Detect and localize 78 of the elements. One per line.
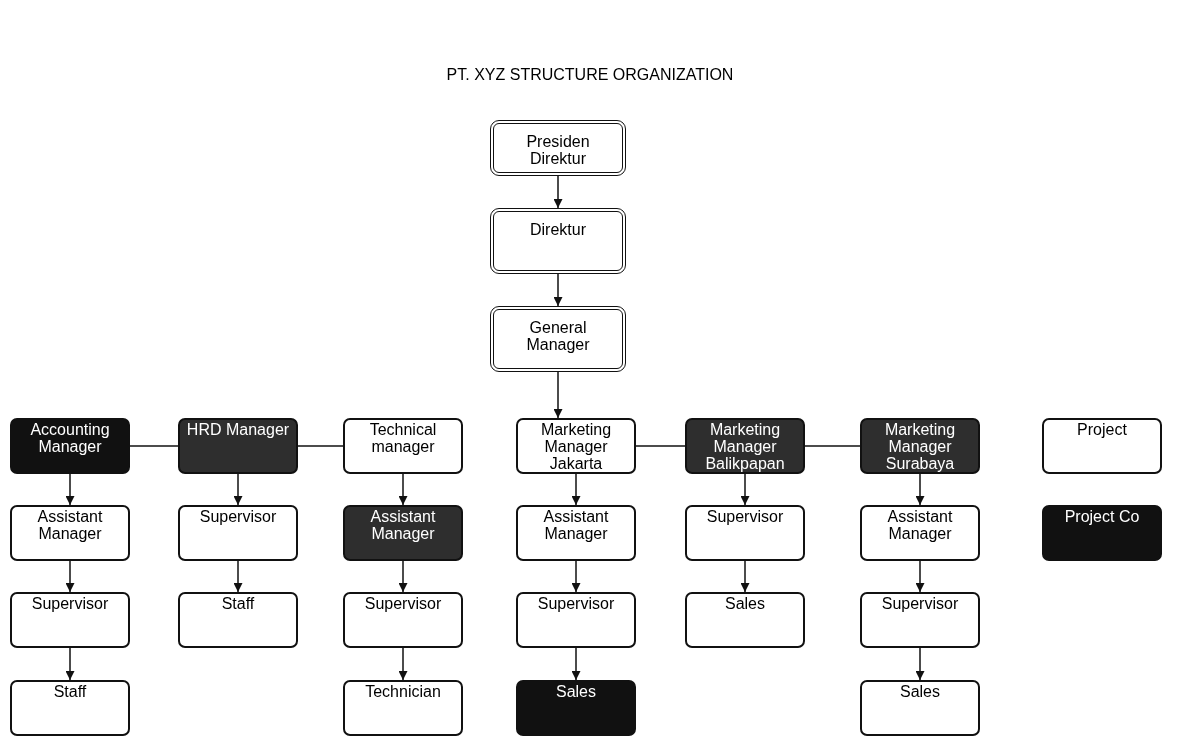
position-box <box>516 680 636 736</box>
position-box <box>1042 418 1162 474</box>
position-title: Staff <box>52 683 88 700</box>
position-box <box>343 680 463 736</box>
position-title: Supervisor <box>363 595 443 612</box>
position-title: Project Co <box>1063 508 1141 525</box>
arrow <box>398 560 408 593</box>
position-title: Direktur <box>529 220 587 238</box>
position-title: Marketing Manager Jakarta <box>539 421 613 472</box>
position-title: Staff <box>220 595 256 612</box>
arrow <box>65 647 75 681</box>
position-title: Assistant Manager <box>886 508 954 542</box>
position-box <box>490 120 626 176</box>
position-title: Sales <box>555 683 597 700</box>
position-box <box>10 505 130 561</box>
position-box <box>685 418 805 474</box>
position-title: Assistant Manager <box>542 508 610 542</box>
position-title: Sales <box>724 595 766 612</box>
position-box <box>10 680 130 736</box>
position-box <box>178 592 298 648</box>
position-title: Supervisor <box>30 595 110 612</box>
position-title: Project <box>1076 421 1128 438</box>
position-title: Marketing Manager Balikpapan <box>704 421 786 472</box>
arrow <box>915 560 925 593</box>
position-box <box>343 592 463 648</box>
position-box <box>685 505 805 561</box>
position-title: Technician <box>364 683 442 700</box>
arrow <box>915 473 925 506</box>
arrow <box>571 647 581 681</box>
position-box <box>516 418 636 474</box>
position-box <box>490 306 626 372</box>
position-title: Supervisor <box>198 508 278 525</box>
position-title: General Manager <box>525 318 591 353</box>
position-title: Assistant Manager <box>36 508 104 542</box>
position-box <box>490 208 626 274</box>
connector-line <box>129 445 179 447</box>
arrow <box>233 560 243 593</box>
arrow <box>915 647 925 681</box>
connector-line <box>635 445 686 447</box>
position-box <box>516 505 636 561</box>
arrow <box>65 473 75 506</box>
position-box <box>178 418 298 474</box>
position-box <box>860 505 980 561</box>
position-box <box>860 418 980 474</box>
arrow <box>553 371 563 419</box>
position-box <box>343 418 463 474</box>
arrow <box>65 560 75 593</box>
arrow <box>233 473 243 506</box>
position-box <box>516 592 636 648</box>
position-box <box>10 418 130 474</box>
position-title: Accounting Manager <box>29 421 111 455</box>
diagram-title: PT. XYZ STRUCTURE ORGANIZATION <box>445 65 735 85</box>
position-box <box>860 680 980 736</box>
position-box <box>178 505 298 561</box>
connector-line <box>804 445 861 447</box>
position-title: Assistant Manager <box>369 508 437 542</box>
connector-line <box>297 445 344 447</box>
position-title: Marketing Manager Surabaya <box>883 421 957 472</box>
position-box <box>685 592 805 648</box>
arrow <box>398 473 408 506</box>
position-title: HRD Manager <box>185 421 291 438</box>
arrow <box>571 473 581 506</box>
position-title: Supervisor <box>880 595 960 612</box>
arrow <box>398 647 408 681</box>
arrow <box>553 175 563 209</box>
position-box <box>860 592 980 648</box>
arrow <box>571 560 581 593</box>
position-box <box>1042 505 1162 561</box>
arrow <box>553 273 563 307</box>
position-title: Presiden Direktur <box>525 132 591 167</box>
position-title: Sales <box>899 683 941 700</box>
arrow <box>740 473 750 506</box>
position-title: Supervisor <box>705 508 785 525</box>
arrow <box>740 560 750 593</box>
position-box <box>343 505 463 561</box>
position-title: Technical manager <box>368 421 438 455</box>
position-box <box>10 592 130 648</box>
position-title: Supervisor <box>536 595 616 612</box>
